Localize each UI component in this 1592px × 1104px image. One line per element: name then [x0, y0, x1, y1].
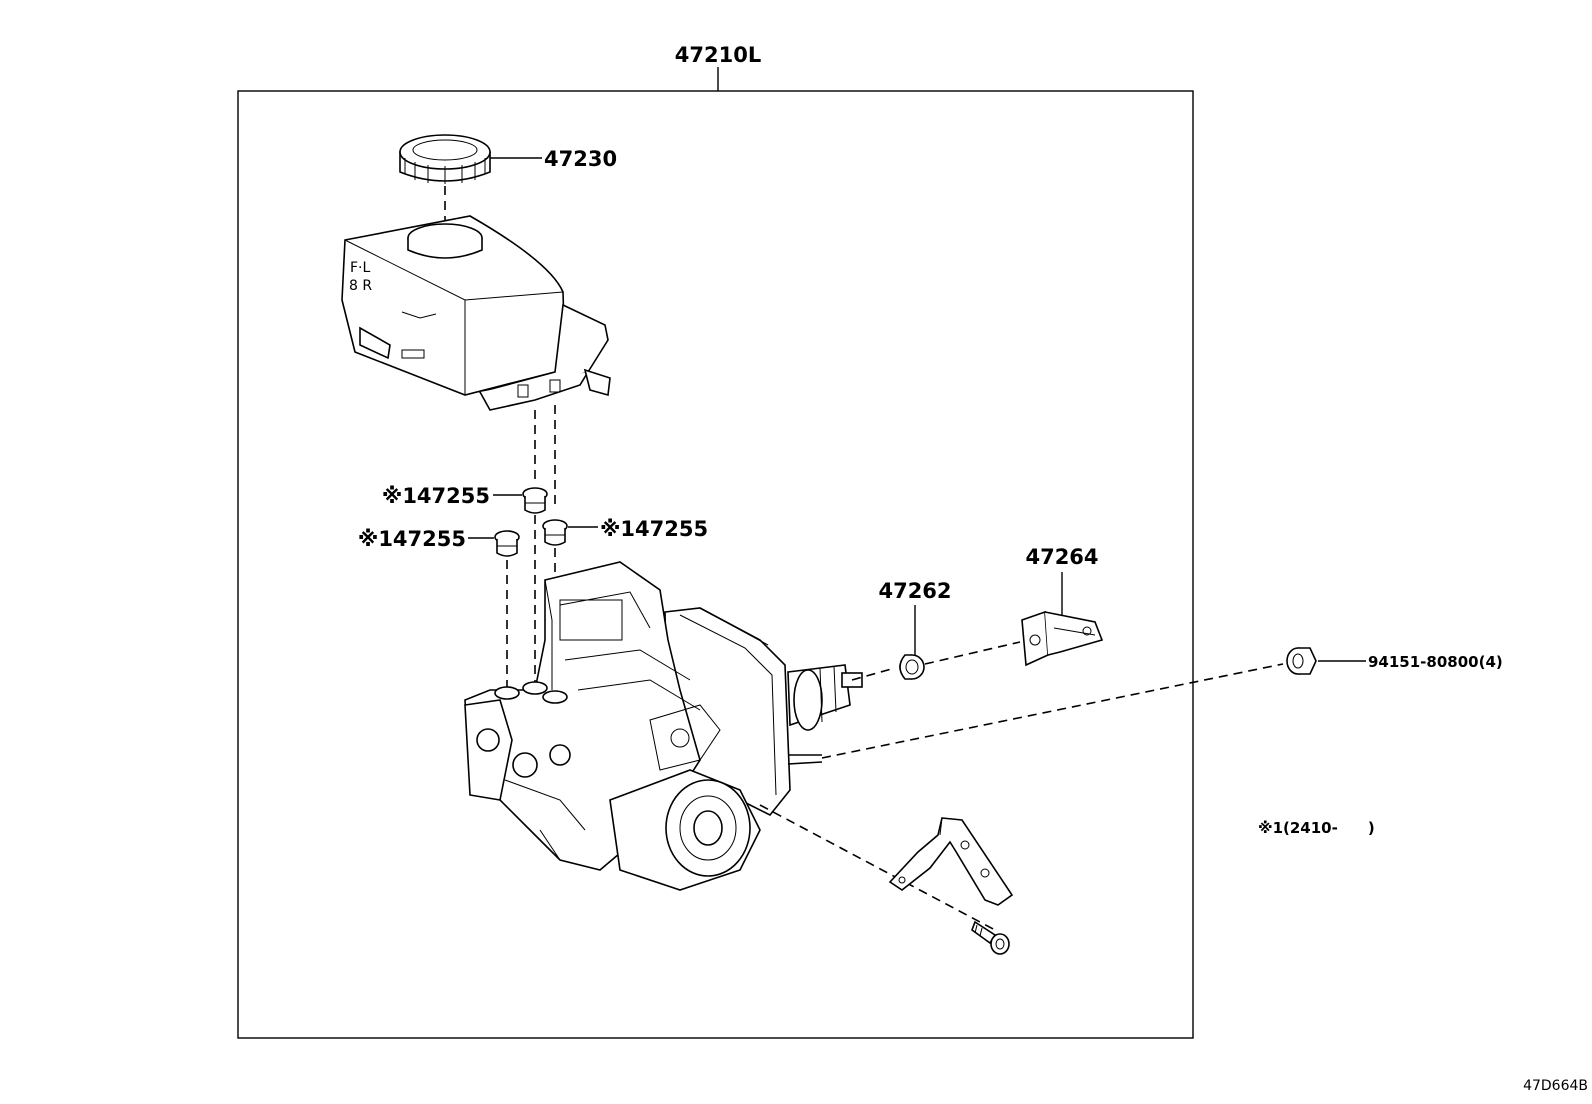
bushing-icon [899, 654, 925, 680]
bolt-icon [971, 920, 1010, 955]
diagram-reference-code: 47D664B [1523, 1078, 1588, 1094]
rod-dash-line [851, 667, 896, 681]
reservoir-cap-icon [399, 134, 491, 184]
clevis-icon [1021, 610, 1104, 667]
assembly-frame [237, 90, 1194, 1039]
callout-94151-80800: 94151-80800(4) [1368, 653, 1503, 671]
assembly-label: 47210L [675, 43, 761, 67]
callout-47255-top: ※147255 [382, 484, 490, 508]
callout-47264: 47264 [1025, 545, 1098, 569]
grommet-left-icon [494, 530, 520, 557]
callout-47230: 47230 [544, 147, 617, 171]
applicability-note: ※1(2410- ) [1258, 819, 1375, 837]
tank-mark-min: 8 R [349, 278, 372, 294]
mounting-bracket-icon [888, 817, 1014, 906]
grommet-right-icon [542, 519, 568, 546]
callout-47255-right: ※147255 [600, 517, 708, 541]
grommet-top-icon [522, 487, 548, 514]
callout-47255-left: ※147255 [358, 527, 466, 551]
nut-dash-line [821, 663, 1284, 759]
tank-mark-max: F·L [350, 260, 371, 276]
reservoir-tank-icon: F·L 8 R [341, 215, 611, 411]
flange-nut-icon [1286, 647, 1317, 675]
bushing-dash-line [924, 641, 1021, 665]
callout-47262: 47262 [878, 579, 951, 603]
brake-booster-assembly-icon [464, 561, 863, 891]
